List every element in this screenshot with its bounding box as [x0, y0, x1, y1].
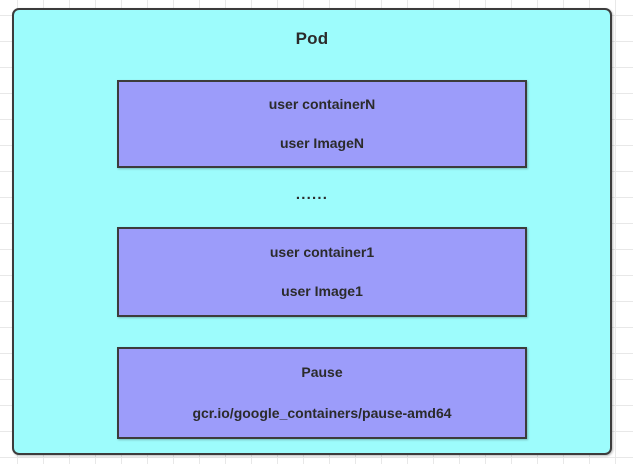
container-name-label: user container1 — [269, 244, 375, 261]
container-image-label: user Image1 — [281, 283, 363, 299]
container-image-label: user ImageN — [279, 135, 365, 151]
container-box-user-container1[interactable]: user container1 user Image1 — [117, 227, 527, 317]
container-name-label: user containerN — [268, 96, 376, 113]
container-image-label: gcr.io/google_containers/pause-amd64 — [192, 405, 452, 421]
pod-container-box[interactable]: Pod user containerN user ImageN ...... u… — [12, 8, 612, 455]
ellipsis-label: ...... — [295, 186, 329, 203]
container-box-user-containerN[interactable]: user containerN user ImageN — [117, 80, 527, 168]
container-name-label: Pause — [301, 364, 343, 381]
pod-title: Pod — [295, 29, 329, 48]
container-box-pause[interactable]: Pause gcr.io/google_containers/pause-amd… — [117, 347, 527, 439]
